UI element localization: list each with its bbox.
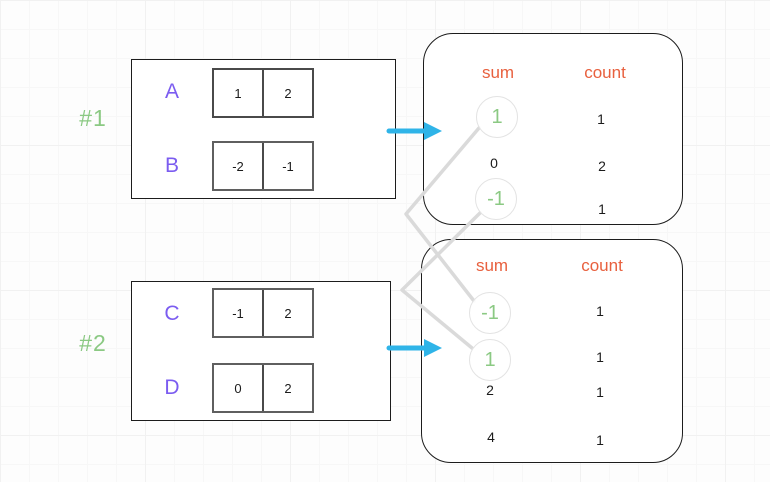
table2-sum-4: 4 bbox=[487, 429, 495, 445]
table1-sum-2: 0 bbox=[490, 155, 498, 171]
table1-sum-1: 1 bbox=[476, 96, 518, 138]
table2-sum-2: 1 bbox=[469, 339, 511, 381]
table2-sum-header: sum bbox=[475, 256, 509, 275]
array-a-cell-0: 1 bbox=[234, 85, 242, 101]
array-a-cells: 1 2 bbox=[212, 68, 314, 118]
table1-count-2: 2 bbox=[598, 158, 606, 174]
array-b-label: B bbox=[164, 154, 179, 177]
array-c-label: C bbox=[164, 302, 180, 325]
array-b-cell-0: -2 bbox=[232, 158, 244, 174]
group-2-tag: #2 bbox=[79, 330, 107, 356]
table2-sum-3: 2 bbox=[486, 382, 494, 398]
array-a-cell-1: 2 bbox=[262, 70, 312, 116]
table2-count-header: count bbox=[581, 256, 623, 275]
array-b-cell-1: -1 bbox=[262, 143, 312, 189]
table1-sum-3: -1 bbox=[475, 178, 517, 220]
array-d-label: D bbox=[164, 376, 180, 399]
array-c-cell-0: -1 bbox=[232, 305, 244, 321]
table1-count-3: 1 bbox=[598, 201, 606, 217]
table1-sum-header: sum bbox=[481, 63, 515, 82]
table2-count-4: 1 bbox=[596, 432, 604, 448]
array-d-cells: 0 2 bbox=[212, 363, 314, 413]
array-d-cell-0: 0 bbox=[234, 380, 242, 396]
array-a-label: A bbox=[164, 80, 179, 103]
array-b-cells: -2 -1 bbox=[212, 141, 314, 191]
table1-count-1: 1 bbox=[597, 111, 605, 127]
group-1-tag: #1 bbox=[79, 105, 107, 131]
table2-count-1: 1 bbox=[596, 303, 604, 319]
table2-sum-1: -1 bbox=[469, 292, 511, 334]
table2-count-3: 1 bbox=[596, 384, 604, 400]
table1-count-header: count bbox=[584, 63, 626, 82]
array-c-cells: -1 2 bbox=[212, 288, 314, 338]
array-c-cell-1: 2 bbox=[262, 290, 312, 336]
table2-count-2: 1 bbox=[596, 349, 604, 365]
array-d-cell-1: 2 bbox=[262, 365, 312, 411]
sum-table-1 bbox=[423, 33, 683, 225]
